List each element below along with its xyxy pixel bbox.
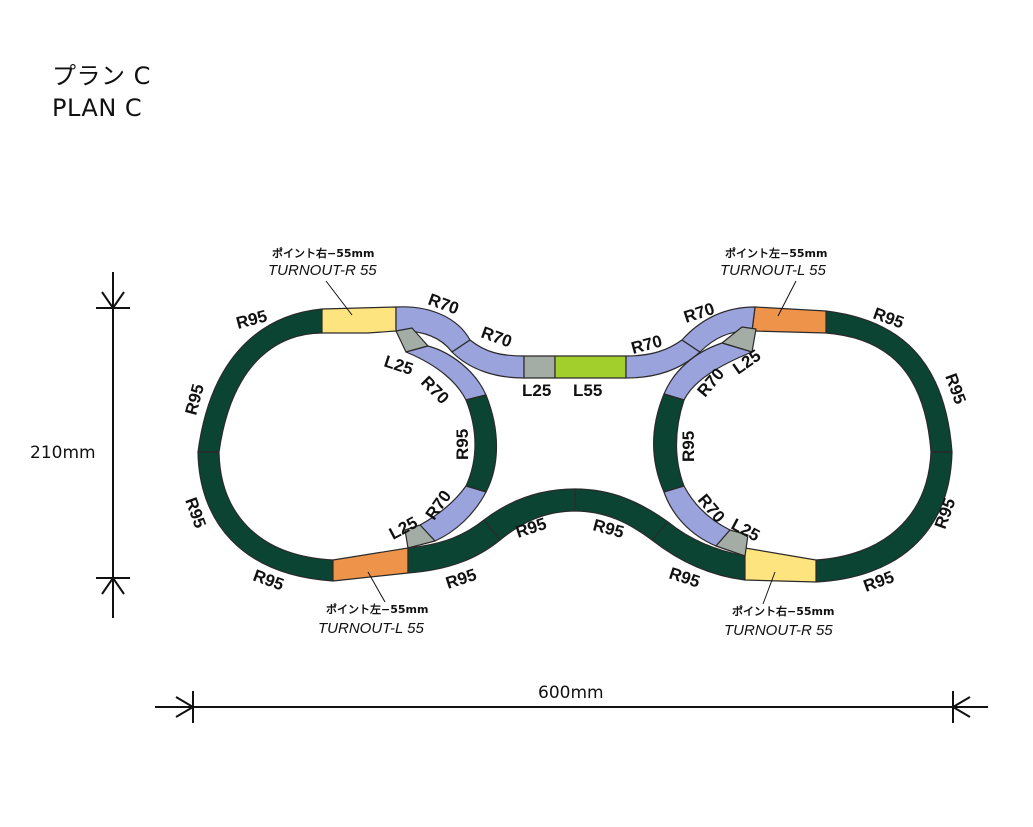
track-r95-left-outer-top	[197, 308, 323, 453]
callout-top-right-leader	[777, 280, 797, 317]
callout-bottom-right-leader	[762, 571, 776, 605]
callout-top-right-en: TURNOUT-L 55	[720, 262, 827, 279]
track-r70-right-top	[681, 306, 756, 353]
track-l25-left-bottom	[404, 524, 436, 549]
callout-top-right: ポイント左−55mm TURNOUT-L 55	[720, 246, 827, 317]
callout-bottom-right: ポイント右−55mm TURNOUT-R 55	[724, 571, 834, 639]
track-r95-left-outer-bottom	[197, 451, 334, 582]
turnout-r55-bottom-right	[744, 547, 817, 583]
dimension-width-label: 600mm	[538, 683, 604, 703]
callout-bottom-right-en: TURNOUT-R 55	[724, 622, 833, 639]
plan-title-jp: プラン C	[52, 62, 151, 90]
track-joints	[198, 393, 952, 453]
label-r95-right-2: R95	[941, 371, 970, 407]
track-l55-center	[554, 355, 627, 379]
callout-top-right-jp: ポイント左−55mm	[725, 246, 827, 260]
dimension-height	[96, 272, 130, 618]
track-r95-right-outer-bottom	[815, 451, 953, 583]
track-pieces	[197, 306, 953, 583]
label-r95-bottom-center-4: R95	[667, 564, 703, 592]
plan-title-en: PLAN C	[52, 94, 143, 122]
label-r70-center-left: R70	[479, 323, 515, 352]
title-block: プラン C PLAN C	[52, 60, 151, 124]
track-l25-right-bottom	[715, 529, 749, 557]
callout-bottom-left-jp: ポイント左−55mm	[326, 602, 428, 616]
label-l55-center: L55	[573, 381, 602, 400]
callout-top-left: ポイント右−55mm TURNOUT-R 55	[268, 246, 377, 316]
callout-bottom-left-en: TURNOUT-L 55	[318, 620, 425, 637]
label-l25-center: L25	[522, 381, 551, 400]
label-r95-bottom-center-1: R95	[443, 565, 479, 593]
dimension-width	[155, 691, 988, 723]
callout-bottom-left: ポイント左−55mm TURNOUT-L 55	[318, 571, 428, 637]
track-l25-center	[523, 355, 556, 379]
turnout-l55-top-right	[751, 306, 827, 334]
callout-top-left-leader	[325, 280, 353, 316]
callout-top-left-jp: ポイント右−55mm	[272, 246, 374, 260]
callout-bottom-right-jp: ポイント右−55mm	[732, 604, 834, 618]
callout-bottom-left-leader	[367, 571, 386, 603]
turnout-r55-top-left	[321, 306, 397, 334]
callouts: ポイント右−55mm TURNOUT-R 55 ポイント左−55mm TURNO…	[268, 246, 834, 639]
label-r95-left-2: R95	[182, 382, 208, 417]
label-r95-right-inner: R95	[679, 431, 698, 462]
label-r70-left-mid: R70	[417, 372, 452, 407]
label-r95-left-3: R95	[181, 495, 210, 531]
label-l25-left-top: L25	[382, 352, 416, 379]
dimension-height-label: 210mm	[30, 443, 96, 463]
label-r95-left-inner: R95	[453, 429, 472, 460]
callout-top-left-en: TURNOUT-R 55	[268, 262, 377, 279]
track-r95-right-outer-top	[825, 310, 953, 453]
